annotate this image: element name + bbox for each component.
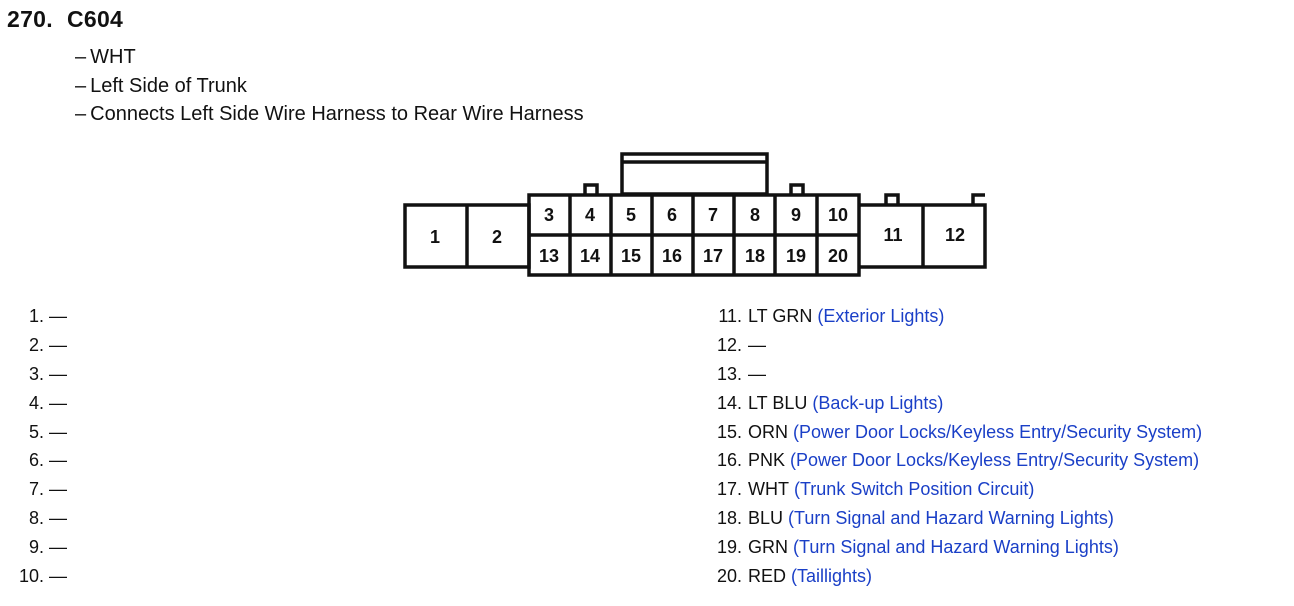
note-text: WHT (90, 46, 136, 68)
note-dash: – (75, 46, 87, 68)
cavity-label-13: 13 (539, 246, 559, 266)
pin-wire-color: — (49, 566, 67, 587)
pin-number: 5. (28, 421, 44, 442)
pin-number: 14. (716, 392, 742, 413)
note-location: –Left Side of Trunk (75, 72, 584, 101)
cavity-label-2: 2 (492, 227, 502, 247)
cavity-label-16: 16 (662, 246, 682, 266)
pin-number: 18. (716, 508, 742, 529)
pin-wire-color: — (49, 537, 67, 558)
pin-wire-color: LT BLU(Back-up Lights) (748, 392, 944, 413)
pin-circuit-link[interactable]: (Turn Signal and Hazard Warning Lights) (793, 537, 1119, 558)
latch-tab (971, 193, 985, 205)
pin-circuit-link[interactable]: (Power Door Locks/Keyless Entry/Security… (790, 450, 1200, 471)
pin-number: 15. (716, 421, 742, 442)
note-connection: –Connects Left Side Wire Harness to Rear… (75, 100, 584, 129)
pin-circuit-link[interactable]: (Back-up Lights) (812, 392, 944, 413)
pin-number: 6. (28, 450, 44, 471)
pin-circuit-link[interactable]: (Trunk Switch Position Circuit) (793, 479, 1035, 500)
pin-wire-color: BLU(Turn Signal and Hazard Warning Light… (748, 508, 1114, 529)
pin-wire-color: GRN(Turn Signal and Hazard Warning Light… (748, 537, 1119, 558)
connector-notes: –WHT –Left Side of Trunk –Connects Left … (75, 43, 584, 129)
cavity-label-1: 1 (430, 227, 440, 247)
pin-wire-color: WHT(Trunk Switch Position Circuit) (748, 479, 1035, 500)
pin-number: 12. (716, 334, 742, 355)
latch-bracket (620, 152, 769, 196)
pin-number: 2. (28, 334, 44, 355)
note-dash: – (75, 103, 87, 125)
pin-circuit-link[interactable]: (Power Door Locks/Keyless Entry/Security… (793, 421, 1203, 442)
cavity-label-8: 8 (750, 205, 760, 225)
cavity-label-5: 5 (626, 205, 636, 225)
pin-wire-color: — (748, 334, 766, 355)
pin-wire-color: — (49, 334, 67, 355)
cavity-label-14: 14 (580, 246, 600, 266)
cavity-label-4: 4 (585, 205, 595, 225)
pin-wire-color: — (49, 306, 67, 326)
pin-number: 9. (28, 537, 44, 558)
connector-title: 270. C604 (7, 6, 123, 33)
pin-wire-color: — (49, 363, 67, 384)
pin-wire-color: — (49, 450, 67, 471)
pin-wire-color: PNK(Power Door Locks/Keyless Entry/Secur… (748, 450, 1200, 471)
pin-number: 11. (718, 306, 742, 326)
cavity-label-7: 7 (708, 205, 718, 225)
note-text: Connects Left Side Wire Harness to Rear … (90, 103, 584, 125)
pin-circuit-link[interactable]: (Taillights) (791, 566, 873, 587)
latch-tab (583, 183, 599, 195)
cavity-label-15: 15 (621, 246, 641, 266)
cavity-label-3: 3 (544, 205, 554, 225)
pin-number: 17. (716, 479, 742, 500)
pin-number: 4. (28, 392, 44, 413)
cavity-label-10: 10 (828, 205, 848, 225)
latch-tab (884, 193, 900, 205)
pin-number: 7. (28, 479, 44, 500)
cavity-label-18: 18 (745, 246, 765, 266)
pin-number: 20. (716, 566, 742, 587)
pin-circuit-link[interactable]: (Turn Signal and Hazard Warning Lights) (788, 508, 1114, 529)
pin-number: 10. (18, 566, 44, 587)
pin-number: 13. (716, 363, 742, 384)
pin-wire-color: ORN(Power Door Locks/Keyless Entry/Secur… (748, 421, 1203, 442)
pin-wire-color: LT GRN(Exterior Lights) (748, 306, 945, 326)
latch-tab (789, 183, 805, 195)
pin-number: 16. (716, 450, 742, 471)
connector-id: C604 (66, 6, 124, 32)
cavity-label-6: 6 (667, 205, 677, 225)
pin-number: 19. (716, 537, 742, 558)
cavity-label-11: 11 (883, 225, 902, 245)
cavity-label-20: 20 (828, 246, 848, 266)
pin-wire-color: — (49, 508, 67, 529)
pin-wire-color: — (748, 363, 766, 384)
pin-wire-color: — (49, 479, 67, 500)
note-text: Left Side of Trunk (90, 74, 247, 97)
cavity-label-9: 9 (791, 205, 801, 225)
cavity-label-19: 19 (786, 246, 806, 266)
pin-wire-color: — (49, 392, 67, 413)
note-dash: – (75, 74, 87, 97)
cavity-label-12: 12 (945, 225, 965, 245)
pin-circuit-link[interactable]: (Exterior Lights) (817, 306, 945, 326)
connector-header: 270. C604 (7, 6, 123, 33)
pin-wire-color: — (49, 421, 67, 442)
item-number: 270. (7, 6, 53, 32)
pin-number: 1. (28, 306, 44, 326)
pin-number: 3. (28, 363, 44, 384)
cavity-label-17: 17 (703, 246, 723, 266)
note-color: –WHT (75, 43, 584, 72)
pin-wire-color: RED(Taillights) (748, 566, 873, 587)
pin-number: 8. (28, 508, 44, 529)
